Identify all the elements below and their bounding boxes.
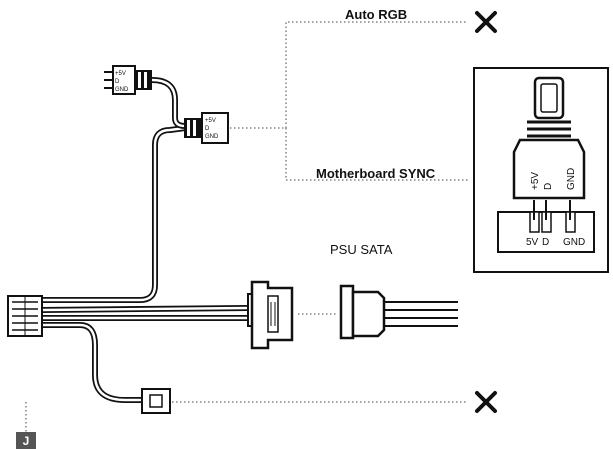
header-pin-5v: 5V (526, 237, 539, 248)
motherboard-sync-label: Motherboard SYNC (316, 166, 436, 181)
pin-d-label-2: D (205, 126, 210, 132)
x-icon (475, 391, 497, 413)
rgb-connector-top: +5V D GND (104, 65, 152, 95)
pin-5v-label-2: +5V (205, 118, 216, 124)
pin-d-label: D (115, 79, 120, 85)
x-icon (475, 11, 497, 33)
pin-gnd-label-2: GND (205, 134, 219, 140)
plug-pin-d: D (543, 183, 554, 190)
auto-rgb-label: Auto RGB (345, 7, 407, 22)
auto-rgb-guide (230, 21, 468, 129)
psu-sata-plug (339, 284, 458, 340)
plug-pin-5v: +5V (530, 172, 541, 190)
badge-label: J (23, 434, 30, 448)
sync-guide (285, 128, 468, 181)
motherboard-header-inset: +5V D GND 5V D GND (473, 67, 609, 273)
pin-gnd-label: GND (115, 87, 129, 93)
sata-connector-female (247, 280, 294, 350)
small-connector (141, 388, 171, 414)
rgb-connector-sync: +5V D GND (184, 112, 229, 144)
cable-to-sata (39, 305, 251, 321)
plug-pin-gnd: GND (566, 168, 577, 190)
pin-5v-label: +5V (115, 71, 126, 77)
hub-connector (7, 295, 43, 337)
header-pin-d: D (542, 237, 549, 248)
cable-to-small-connector (39, 322, 145, 403)
dotted-guides (25, 21, 468, 432)
cable-rgb-branch (149, 77, 188, 129)
cable-to-rgb-splitter (39, 125, 188, 303)
badge-j: J (16, 432, 36, 449)
psu-sata-label: PSU SATA (330, 242, 393, 257)
header-pin-gnd: GND (563, 237, 585, 248)
